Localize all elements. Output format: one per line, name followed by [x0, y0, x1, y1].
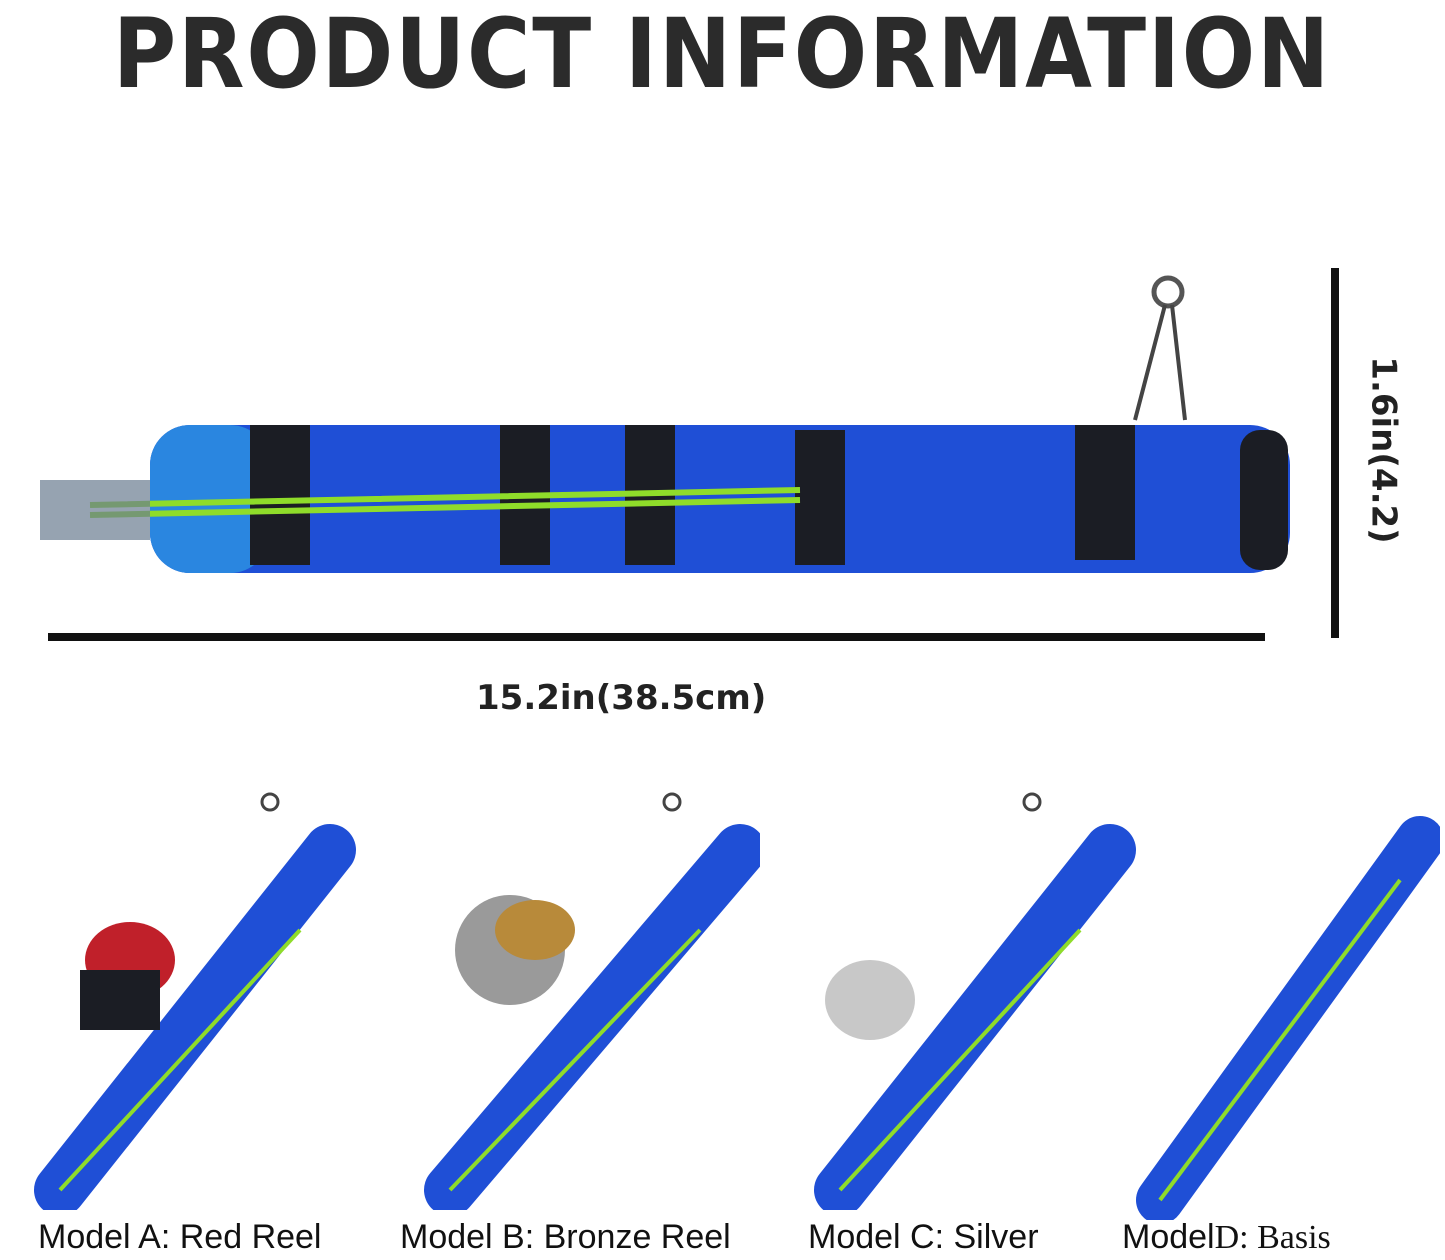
model-d-label: ModelD: Basis — [1122, 1218, 1331, 1257]
model-d-label-suffix: D: Basis — [1214, 1219, 1331, 1256]
page-title: PRODUCT INFORMATION — [112, 0, 1332, 110]
model-d-image — [1136, 816, 1440, 1220]
main-rod-holder-image — [40, 268, 1339, 641]
diameter-dimension-line — [1331, 268, 1339, 638]
model-a-image — [34, 792, 356, 1210]
length-dimension-line — [48, 633, 1265, 641]
model-c-image — [814, 792, 1136, 1210]
model-d-label-prefix: Model — [1122, 1218, 1215, 1256]
model-a-label: Model A: Red Reel — [38, 1218, 322, 1256]
diameter-label: 1.6in(4.2) — [1363, 356, 1404, 544]
model-b-image — [424, 792, 760, 1210]
model-c-label: Model C: Silver — [808, 1218, 1039, 1256]
model-b-label: Model B: Bronze Reel — [400, 1218, 731, 1256]
length-label: 15.2in(38.5cm) — [476, 678, 767, 718]
